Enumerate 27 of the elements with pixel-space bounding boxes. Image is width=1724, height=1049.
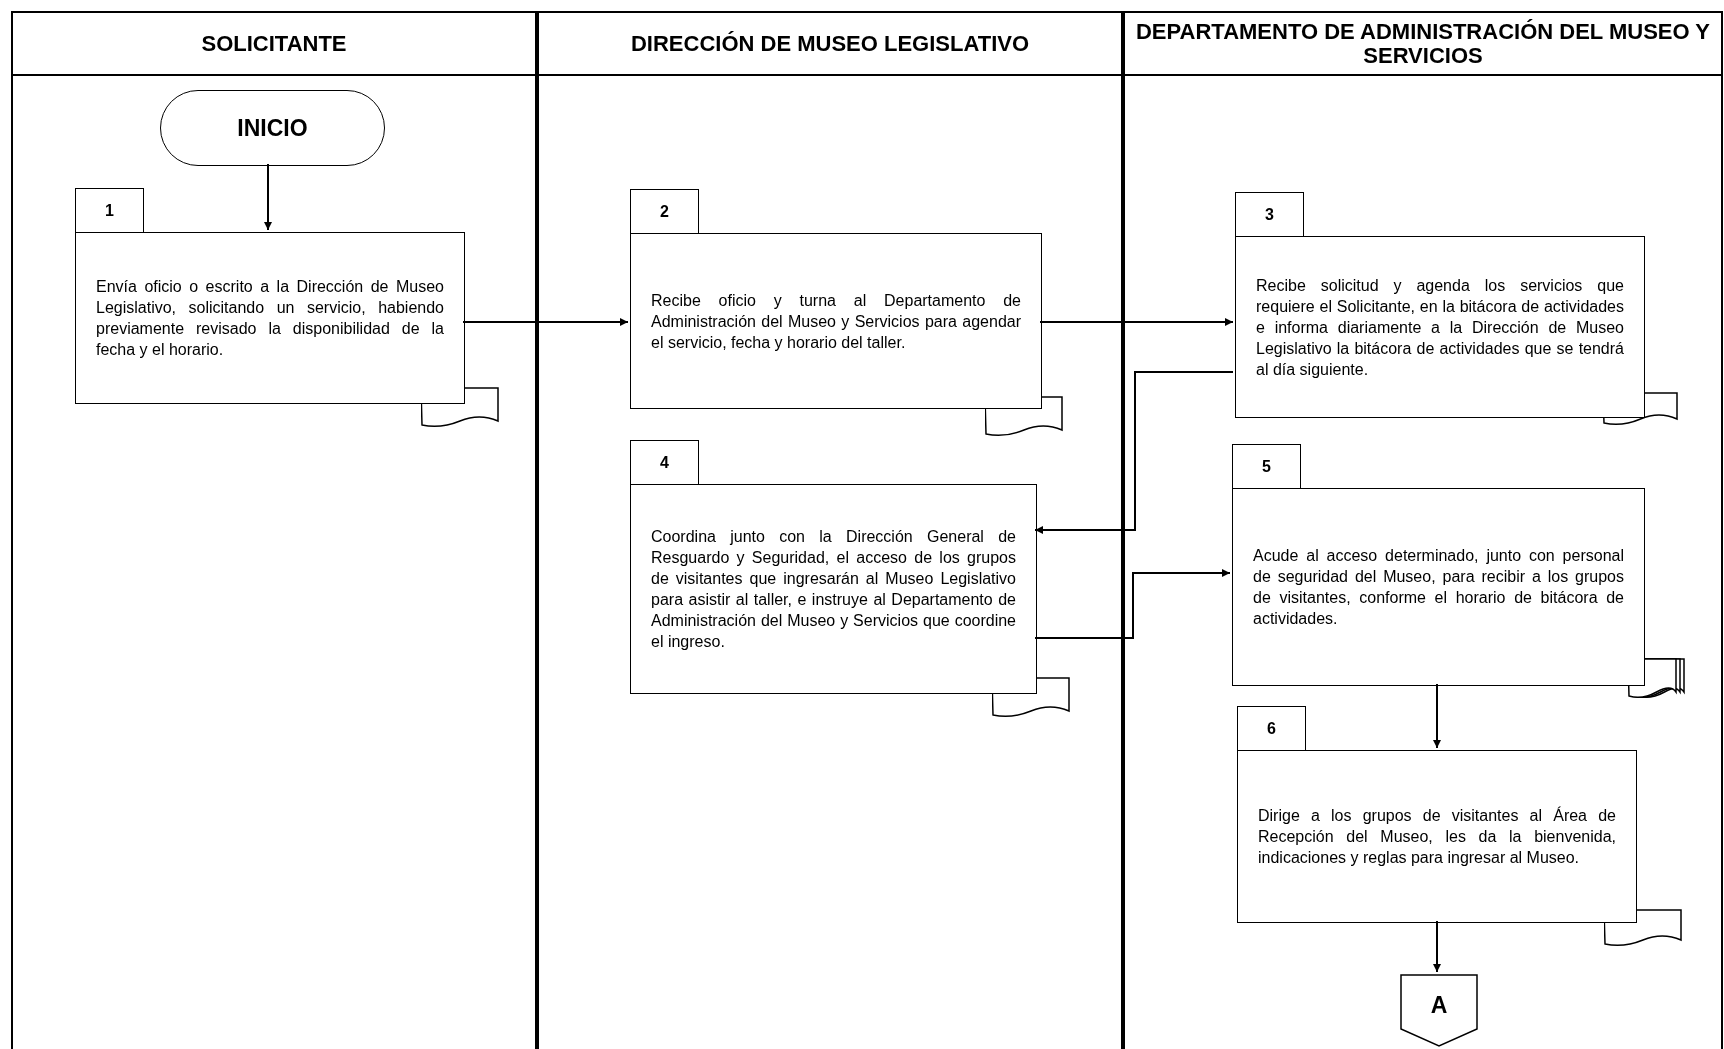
process-box: Recibe solicitud y agenda los servicios que requiere el Solicitante, en la bitácora de actividades e informa diariamente a la Dirección de Museo Legislativo la bitácora de actividades que se tendrá al día siguiente. (1235, 236, 1645, 418)
process-box: Envía oficio o escrito a la Dirección de Museo Legislativo, solicitando un servicio, habiendo previamente revisado la disponibilidad de la fecha y el horario. (75, 232, 465, 404)
arrow (264, 163, 272, 231)
lane-header: DIRECCIÓN DE MUSEO LEGISLATIVO (630, 31, 1030, 56)
start-terminator: INICIO (160, 90, 385, 166)
off-page-connector: A (1400, 974, 1478, 1047)
step-number-tab: 4 (630, 440, 699, 484)
step-number-tab: 5 (1232, 444, 1301, 488)
process-box: Recibe oficio y turna al Departamento de Administración del Museo y Servicios para agendar el servicio, fecha y horario del taller. (630, 233, 1042, 409)
arrow (462, 318, 629, 326)
arrow (1433, 683, 1441, 749)
step-number-tab: 3 (1235, 192, 1304, 236)
process-box: Dirige a los grupos de visitantes al Área de Recepción del Museo, les da la bienvenida, indicaciones y reglas para ingresar al Museo. (1237, 750, 1637, 923)
step-number-tab: 1 (75, 188, 144, 232)
arrow (1034, 569, 1231, 639)
arrow (1433, 920, 1441, 973)
swimlane (537, 11, 1123, 1049)
swimlane (11, 11, 537, 1049)
lane-header: DEPARTAMENTO DE ADMINISTRACIÓN DEL MUSEO Y SERVICIOS (1134, 19, 1712, 68)
step-number-tab: 6 (1237, 706, 1306, 750)
step-number-tab: 2 (630, 189, 699, 233)
arrow (1034, 371, 1234, 534)
swimlane (1123, 11, 1723, 1049)
process-box: Coordina junto con la Dirección General de Resguardo y Seguridad, el acceso de los grupos de visitantes que ingresarán al Museo Legislativo para asistir al taller, e instruye al Departamento de Administración del Museo y Servicios que coordine el ingreso. (630, 484, 1037, 694)
arrow (1039, 318, 1234, 326)
process-box: Acude al acceso determinado, junto con personal de seguridad del Museo, para recibir a los grupos de visitantes, conforme el horario de bitácora de actividades. (1232, 488, 1645, 686)
lane-header: SOLICITANTE (201, 31, 347, 56)
